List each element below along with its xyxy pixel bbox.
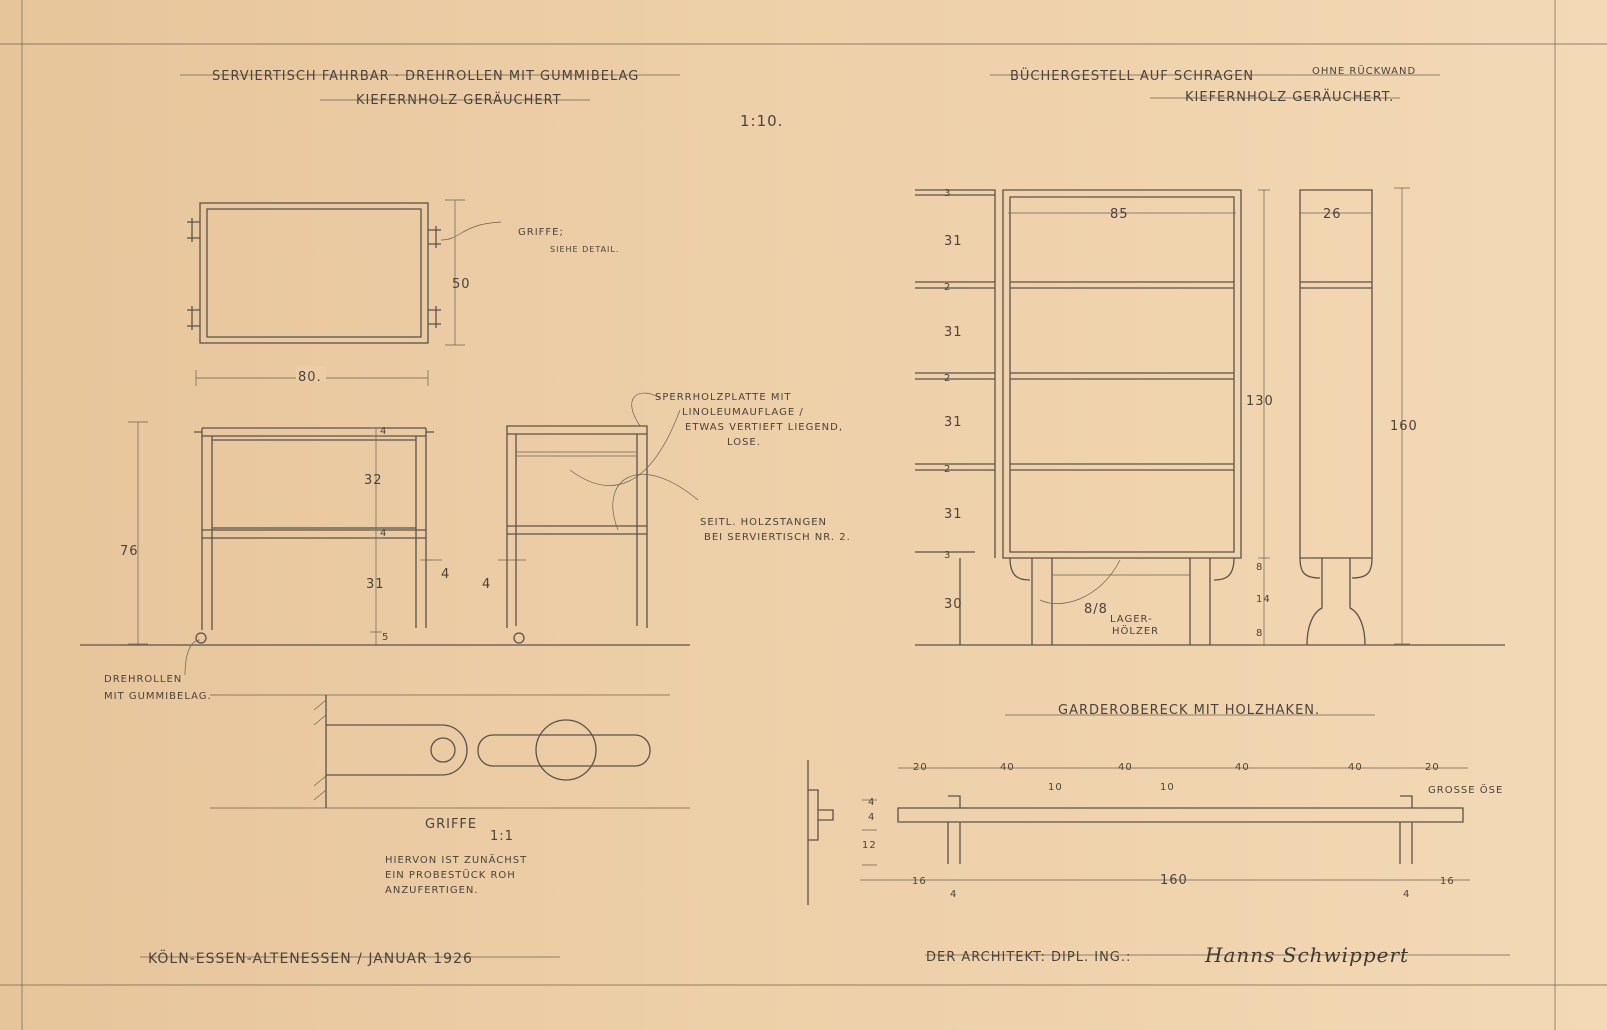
dim-lower: 31	[366, 577, 385, 592]
note-casters: DREHROLLEN MIT GUMMIBELAG.	[104, 639, 212, 702]
dim-width: 80.	[298, 370, 322, 385]
dim-upper: 32	[364, 473, 383, 488]
lager-dim: 8/8	[1084, 602, 1108, 617]
buechergestell-side-elevation	[1299, 187, 1410, 646]
garderobe-top-dims: 20 40 40 40 40 20 10 10	[913, 762, 1440, 793]
svg-text:2: 2	[944, 373, 951, 384]
griffe-note-line: EIN PROBESTÜCK ROH	[385, 868, 516, 881]
shelf-height: 130	[1246, 394, 1274, 409]
svg-text:16: 16	[912, 876, 927, 887]
svg-text:10: 10	[1160, 782, 1175, 793]
griffe-detail	[210, 694, 690, 809]
svg-text:31: 31	[944, 234, 963, 249]
note-plate: SPERRHOLZPLATTE MIT LINOLEUMAUFLAGE / ET…	[655, 392, 843, 448]
svg-text:31: 31	[944, 507, 963, 522]
svg-text:ETWAS VERTIEFT LIEGEND,: ETWAS VERTIEFT LIEGEND,	[685, 422, 843, 433]
griffe-detail-title: GRIFFE	[425, 817, 477, 832]
svg-text:10: 10	[1048, 782, 1063, 793]
garderobe-elevation	[807, 760, 1470, 905]
svg-text:160: 160	[1160, 873, 1188, 888]
lager-label: HÖLZER	[1112, 624, 1159, 637]
buechergestell-title-note: OHNE RÜCKWAND	[1312, 64, 1416, 77]
serviertisch-side-elevation	[498, 392, 699, 644]
base-dim: 14	[1256, 594, 1271, 605]
shelf-depth: 26	[1323, 207, 1342, 222]
griffe-note: GRIFFE;	[518, 227, 564, 238]
lager-label: LAGER-	[1110, 614, 1153, 625]
svg-text:3: 3	[944, 188, 951, 199]
serviertisch-front-elevation	[80, 421, 690, 646]
svg-text:12: 12	[862, 840, 877, 851]
svg-text:4: 4	[868, 812, 875, 823]
note-rods: SEITL. HOLZSTANGEN BEI SERVIERTISCH NR. …	[700, 517, 851, 543]
svg-text:40: 40	[1118, 762, 1133, 773]
svg-text:4: 4	[1403, 889, 1410, 900]
serviertisch-title: SERVIERTISCH FAHRBAR · DREHROLLEN MIT GU…	[212, 69, 639, 84]
dim-bottom: 5	[382, 632, 389, 643]
svg-text:DREHROLLEN: DREHROLLEN	[104, 674, 182, 685]
svg-text:30: 30	[944, 597, 963, 612]
architect-label: DER ARCHITEKT: DIPL. ING.:	[926, 950, 1131, 965]
buechergestell-title: BÜCHERGESTELL AUF SCHRAGEN	[1010, 67, 1254, 84]
shelf-total-height: 160	[1390, 419, 1418, 434]
svg-text:4: 4	[950, 889, 957, 900]
svg-text:LINOLEUMAUFLAGE /: LINOLEUMAUFLAGE /	[682, 407, 804, 418]
svg-text:20: 20	[913, 762, 928, 773]
shelf-width: 85	[1110, 207, 1129, 222]
dim-depth: 50	[452, 277, 471, 292]
svg-text:SPERRHOLZPLATTE MIT: SPERRHOLZPLATTE MIT	[655, 392, 792, 403]
dim-leg-side: 4	[482, 577, 491, 592]
svg-text:16: 16	[1440, 876, 1455, 887]
griffe-detail-scale: 1:1	[490, 829, 514, 844]
svg-text:MIT GUMMIBELAG.: MIT GUMMIBELAG.	[104, 691, 212, 702]
svg-text:20: 20	[1425, 762, 1440, 773]
svg-text:BEI SERVIERTISCH NR. 2.: BEI SERVIERTISCH NR. 2.	[704, 532, 851, 543]
scale-label: 1:10.	[740, 112, 783, 130]
dim-leg-front: 4	[441, 567, 450, 582]
signature: Hanns Schwippert	[1204, 943, 1409, 967]
griffe-note-line: ANZUFERTIGEN.	[385, 885, 479, 896]
place-date: KÖLN-ESSEN-ALTENESSEN / JANUAR 1926	[148, 949, 473, 967]
buechergestell-front-elevation	[915, 189, 1505, 646]
dim-mid: 4	[380, 528, 387, 539]
svg-text:4: 4	[868, 797, 875, 808]
buechergestell-left-dims: 3 31 2 31 2 31 2 31 3 30	[944, 188, 963, 612]
garderobe-bottom-dims: 16 4 160 4 16	[912, 873, 1455, 900]
svg-text:40: 40	[1235, 762, 1250, 773]
svg-text:2: 2	[944, 464, 951, 475]
svg-text:2: 2	[944, 282, 951, 293]
garderobe-title: GARDEROBERECK MIT HOLZHAKEN.	[1058, 703, 1320, 718]
base-dim: 8	[1256, 562, 1263, 573]
dim-top: 4	[380, 426, 387, 437]
garderobe-side-dims: 4 4 12	[862, 797, 877, 851]
oese-label: GROSSE ÖSE	[1428, 783, 1503, 796]
svg-text:31: 31	[944, 415, 963, 430]
griffe-note-line: HIERVON IST ZUNÄCHST	[385, 853, 527, 866]
svg-text:SEITL. HOLZSTANGEN: SEITL. HOLZSTANGEN	[700, 517, 827, 528]
dim-height: 76	[120, 544, 139, 559]
svg-text:31: 31	[944, 325, 963, 340]
svg-text:LOSE.: LOSE.	[727, 437, 761, 448]
buechergestell-subtitle: KIEFERNHOLZ GERÄUCHERT.	[1185, 89, 1394, 105]
base-dim: 8	[1256, 628, 1263, 639]
svg-text:40: 40	[1348, 762, 1363, 773]
serviertisch-subtitle: KIEFERNHOLZ GERÄUCHERT	[356, 92, 562, 108]
serviertisch-plan-view	[187, 199, 502, 386]
svg-text:3: 3	[944, 550, 951, 561]
svg-text:40: 40	[1000, 762, 1015, 773]
griffe-note-2: SIEHE DETAIL.	[550, 245, 619, 254]
